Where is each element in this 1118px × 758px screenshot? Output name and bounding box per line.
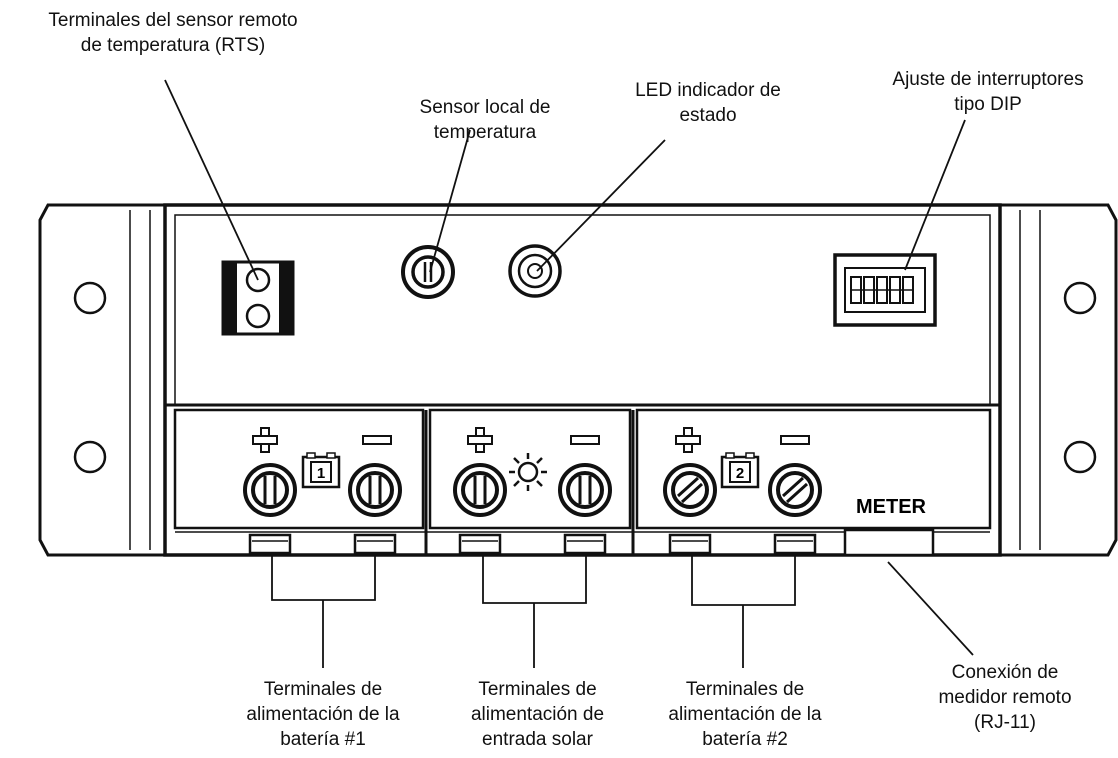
- mounting-hole-icon: [1063, 281, 1097, 315]
- svg-text:2: 2: [736, 465, 744, 482]
- mounting-hole-icon: [73, 440, 107, 474]
- battery1-negative-terminal[interactable]: [348, 463, 402, 517]
- rts-terminal-block[interactable]: [221, 260, 295, 336]
- callout-battery2-terminals: Terminales de alimentación de la batería…: [668, 679, 822, 750]
- minus-icon: [780, 435, 810, 445]
- battery-icon: 1: [301, 452, 341, 489]
- callout-solar-terminals: Terminales de alimentación de entrada so…: [470, 679, 605, 750]
- right-mounting-flange: [998, 203, 1118, 557]
- callout-battery1-terminals: Terminales de alimentación de la batería…: [246, 679, 400, 750]
- svg-text:1: 1: [317, 465, 325, 482]
- rj11-meter-port[interactable]: [843, 528, 935, 557]
- leader-lines: [164, 79, 974, 668]
- dip-switch-block[interactable]: [833, 253, 937, 327]
- battery2-positive-terminal[interactable]: [663, 463, 717, 517]
- status-led: [508, 244, 562, 298]
- battery2-terminal-group: 2: [663, 427, 822, 517]
- solar-negative-terminal[interactable]: [558, 463, 612, 517]
- callout-local-temp-sensor: Sensor local de temperatura: [419, 97, 551, 143]
- left-mounting-flange: [38, 203, 167, 557]
- callout-status-led: LED indicador de estado: [635, 80, 781, 126]
- callout-remote-meter: Conexión de medidor remoto (RJ-11): [938, 662, 1072, 733]
- solar-terminal-group: [453, 427, 612, 517]
- battery-icon: 2: [720, 452, 760, 489]
- mounting-hole-icon: [73, 281, 107, 315]
- callout-dip-switches: Ajuste de interruptores tipo DIP: [892, 69, 1084, 115]
- callout-rts-terminals: Terminales del sensor remoto de temperat…: [48, 10, 298, 56]
- minus-icon: [570, 435, 600, 445]
- mounting-hole-icon: [1063, 440, 1097, 474]
- minus-icon: [362, 435, 392, 445]
- solar-positive-terminal[interactable]: [453, 463, 507, 517]
- sun-icon: [509, 453, 547, 491]
- local-temp-sensor: [401, 245, 455, 299]
- battery1-positive-terminal[interactable]: [243, 463, 297, 517]
- battery2-negative-terminal[interactable]: [768, 463, 822, 517]
- battery1-terminal-group: 1: [243, 427, 402, 517]
- meter-label: METER: [856, 496, 927, 518]
